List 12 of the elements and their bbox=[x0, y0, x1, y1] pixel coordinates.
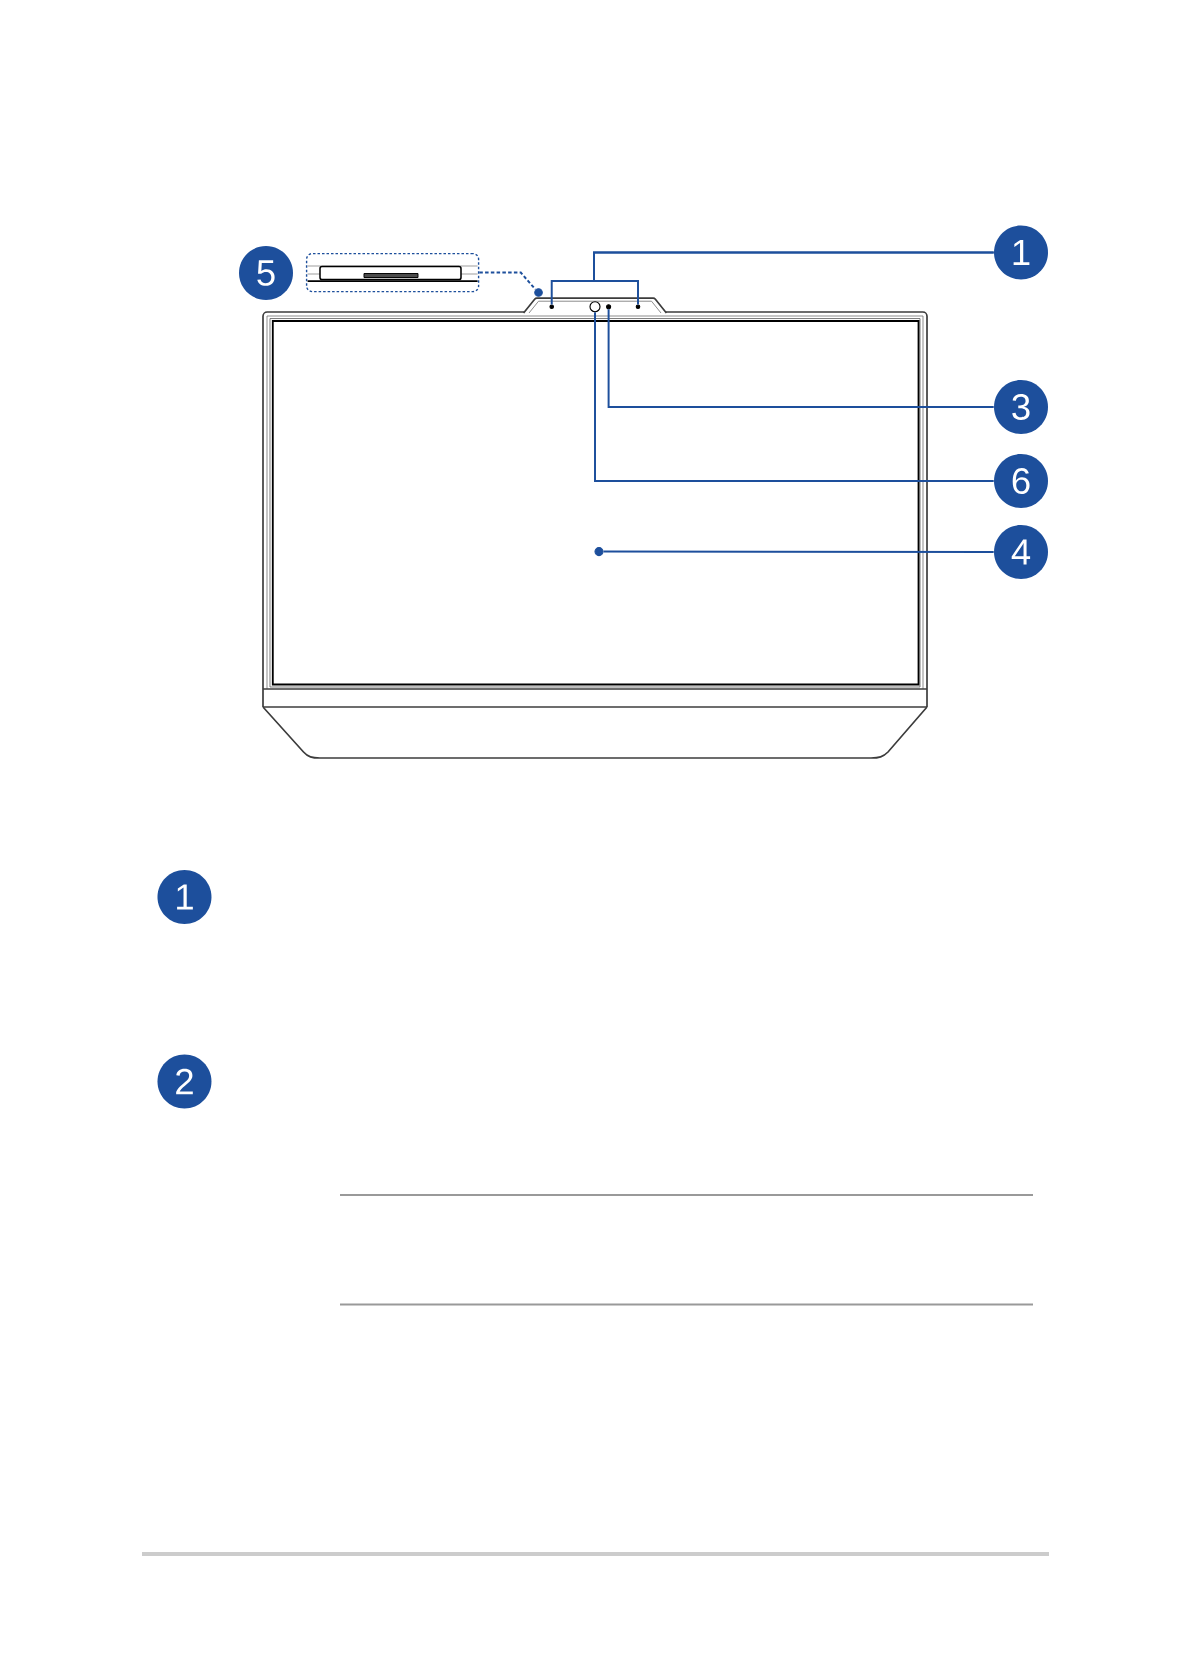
callout-number: 2 bbox=[157, 1054, 212, 1109]
leader-line bbox=[602, 550, 995, 553]
leader-line bbox=[594, 311, 995, 482]
callout-number: 1 bbox=[157, 870, 212, 924]
callout-number: 6 bbox=[994, 454, 1048, 508]
callout-number: 5 bbox=[239, 246, 293, 300]
detail-inset bbox=[305, 252, 480, 293]
callout-number: 1 bbox=[994, 225, 1048, 280]
leader-line bbox=[607, 308, 995, 408]
callout-number: 4 bbox=[994, 525, 1048, 579]
callout-number: 3 bbox=[994, 380, 1048, 434]
leader-line bbox=[478, 271, 537, 291]
